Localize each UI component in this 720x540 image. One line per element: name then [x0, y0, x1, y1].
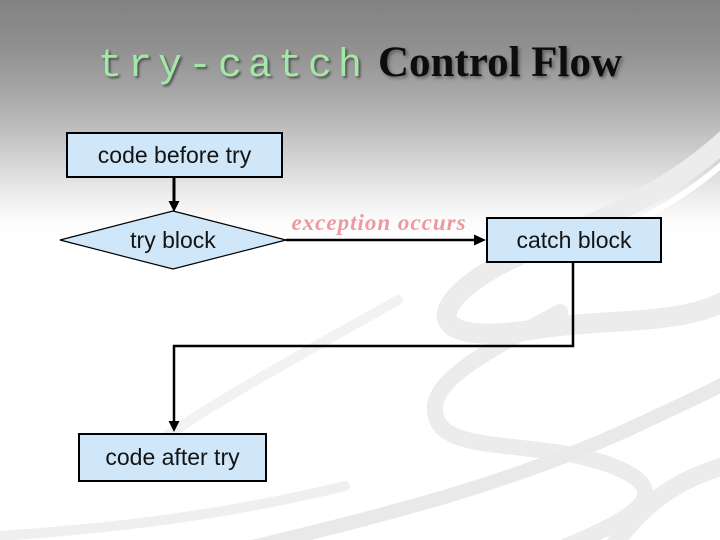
try-block-diamond-shape: [59, 210, 287, 270]
arrowhead-down-icon: [168, 421, 180, 432]
arrow-catch-to-after: [172, 263, 575, 423]
title-code-part: try-catch: [97, 44, 368, 89]
node-catch-block-label: catch block: [516, 226, 632, 253]
arrowhead-down-icon: [168, 201, 180, 212]
node-catch-block: catch block: [486, 217, 662, 263]
arrowhead-right-icon: [474, 234, 486, 246]
node-try-block-label: try block: [130, 226, 216, 253]
node-code-before-try-label: code before try: [97, 141, 252, 168]
edge-label-exception-occurs: exception occurs: [288, 209, 470, 237]
title-serif-part: Control Flow: [377, 39, 623, 86]
node-code-after-try-label: code after try: [105, 444, 240, 470]
edge-label-text: exception occurs: [291, 210, 467, 235]
node-code-after-try: code after try: [78, 433, 267, 482]
node-code-before-try: code before try: [66, 132, 283, 178]
node-try-block: try block: [60, 212, 286, 268]
